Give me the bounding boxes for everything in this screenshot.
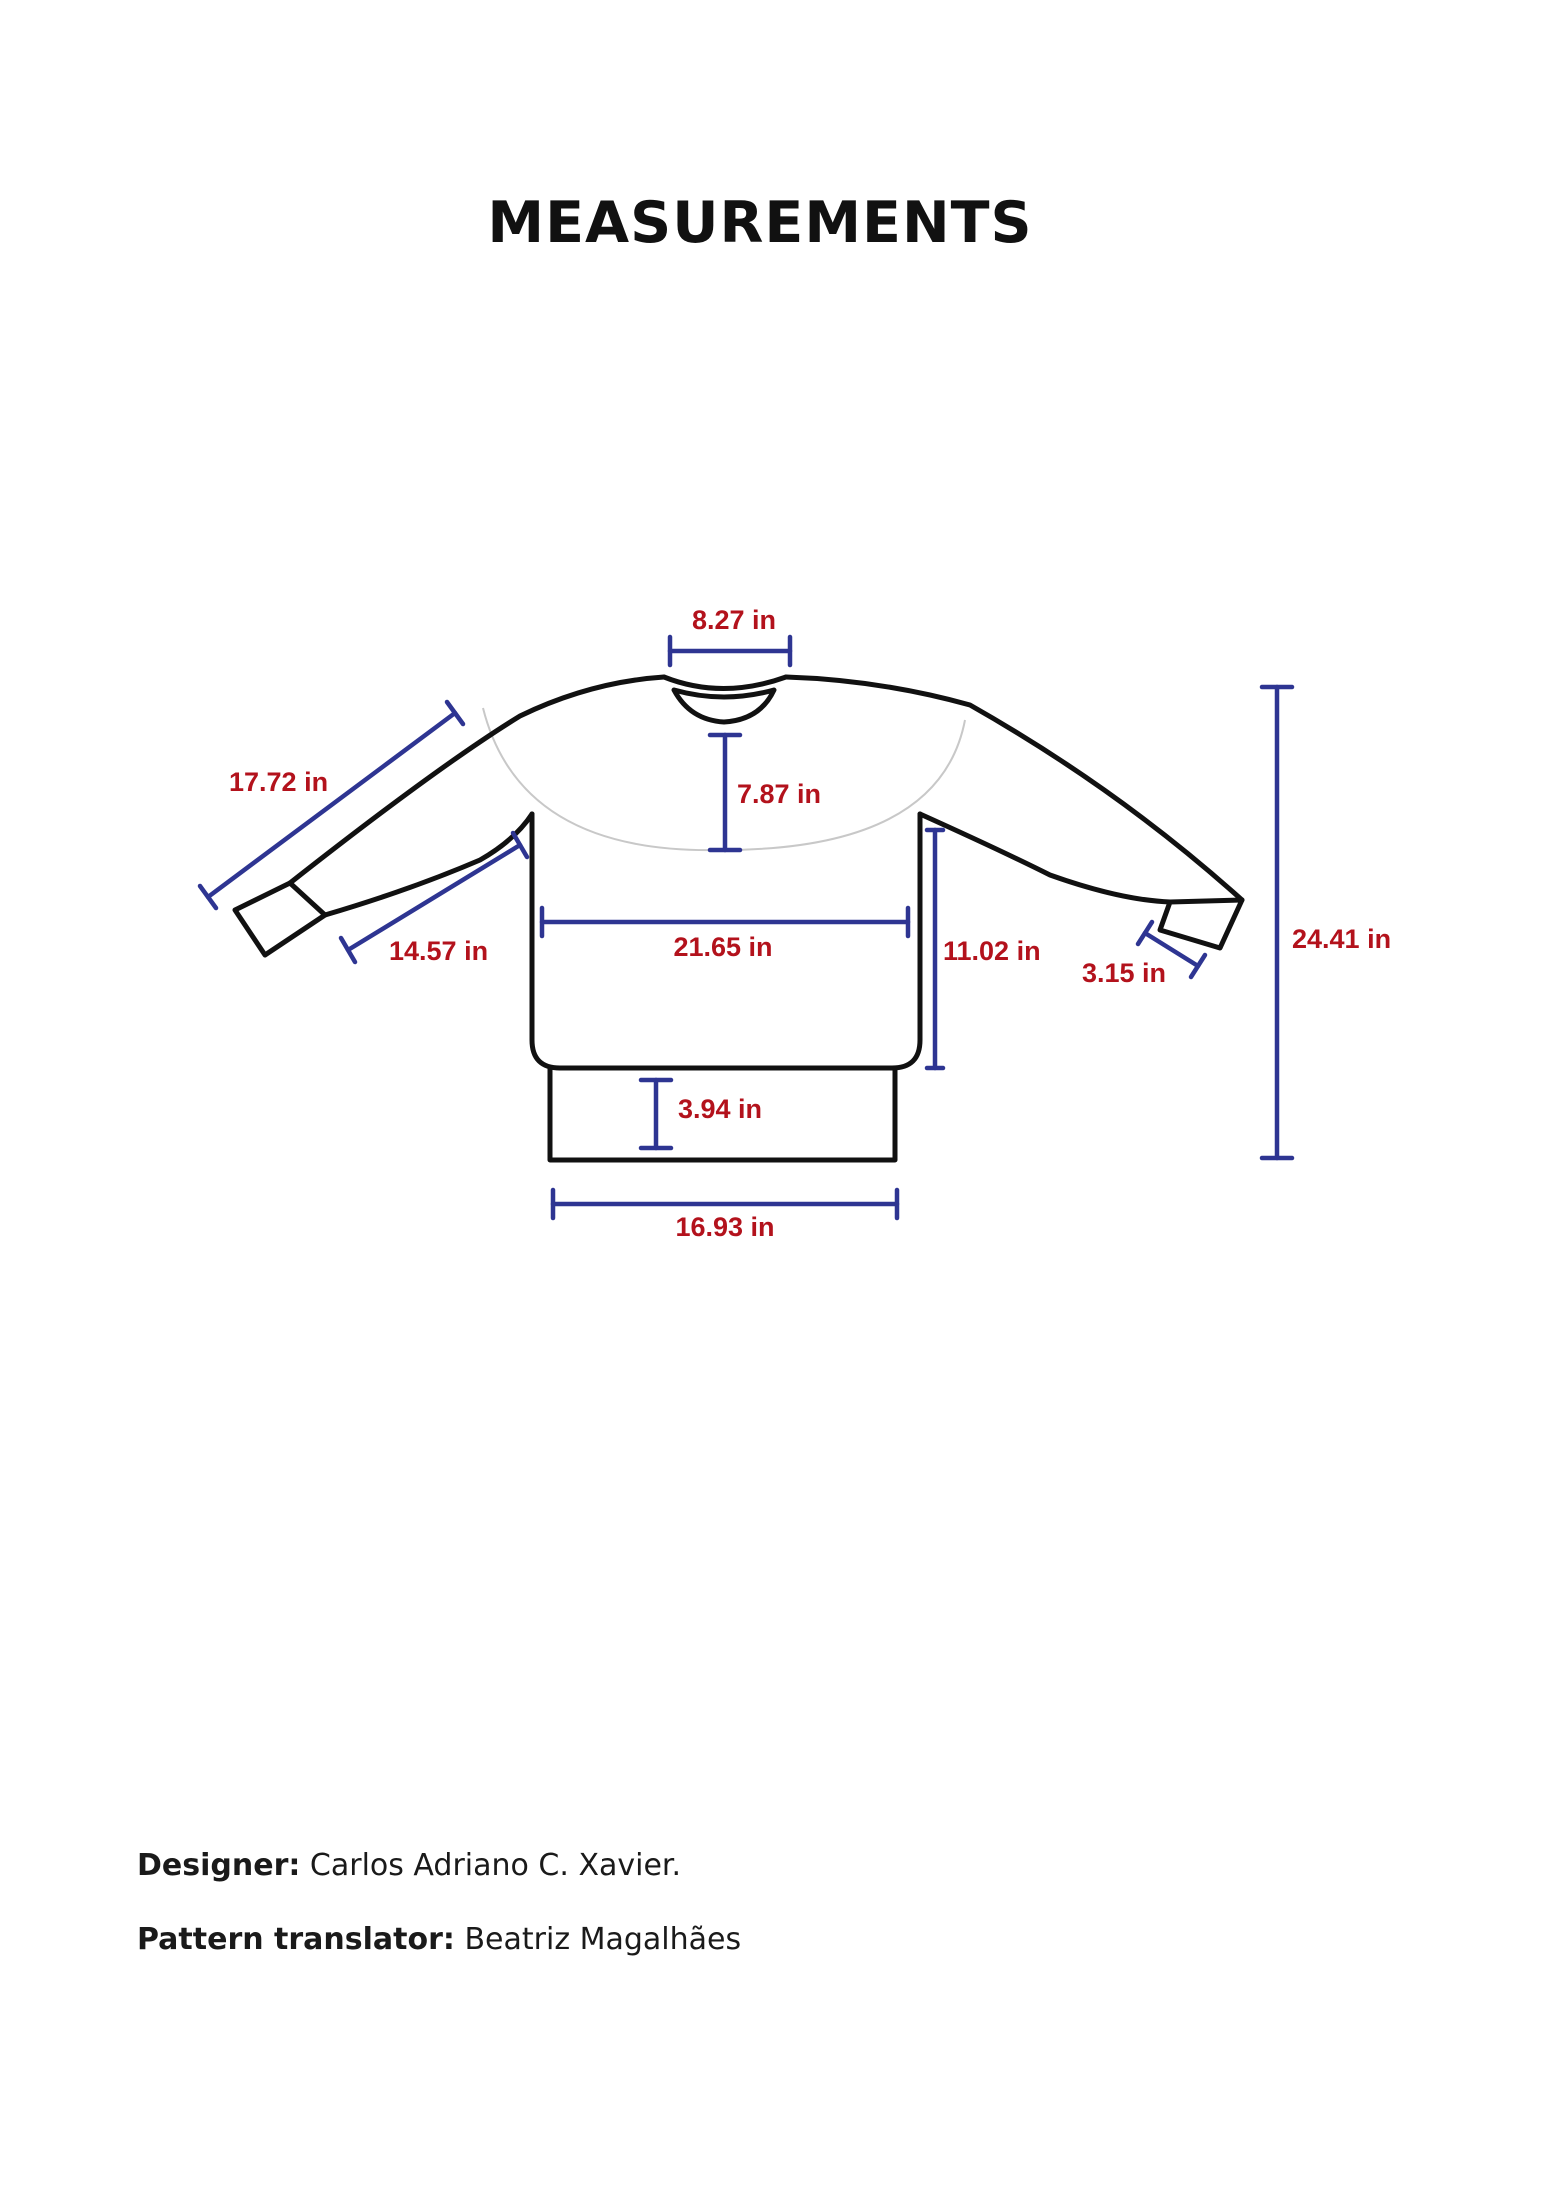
shoulder-line-right	[783, 674, 1245, 903]
designer-credit: Designer: Carlos Adriano C. Xavier.	[137, 1848, 681, 1883]
dimension-hem-width	[550, 1187, 900, 1221]
right-side-seam	[889, 811, 923, 1071]
label-ribbing-depth: 3.94 in	[678, 1094, 762, 1124]
right-cuff	[1157, 897, 1245, 951]
dimension-body-length	[924, 827, 946, 1071]
translator-credit: Pattern translator: Beatriz Magalhães	[137, 1922, 741, 1957]
page-title: MEASUREMENTS	[487, 190, 1033, 257]
label-yoke-depth: 7.87 in	[737, 779, 821, 809]
sweater-diagram: 8.27 in 7.87 in 17.72 in 14.57 in 21.65 …	[197, 605, 1391, 1242]
label-cuff-depth: 3.15 in	[1082, 958, 1166, 988]
collar-inner	[671, 687, 777, 725]
sweater-outline	[232, 674, 1245, 1163]
label-chest-width: 21.65 in	[673, 932, 772, 962]
designer-name: Carlos Adriano C. Xavier.	[309, 1848, 682, 1883]
label-neck-width: 8.27 in	[692, 605, 776, 635]
translator-name: Beatriz Magalhães	[464, 1922, 742, 1957]
label-underarm-length: 14.57 in	[389, 936, 488, 966]
dimension-chest-width	[539, 905, 911, 939]
dimension-neck-width	[667, 634, 793, 668]
shoulder-line	[287, 674, 667, 886]
left-side-seam	[529, 811, 563, 1071]
left-cuff	[232, 880, 328, 958]
dimension-lines	[197, 634, 1295, 1221]
translator-label: Pattern translator:	[137, 1922, 455, 1957]
designer-label: Designer:	[137, 1848, 301, 1883]
dimension-yoke-depth	[707, 732, 743, 853]
dimension-total-length	[1259, 684, 1295, 1161]
right-sleeve-underside	[917, 811, 1173, 905]
label-sleeve-length: 17.72 in	[229, 767, 328, 797]
dimension-sleeve-length	[197, 699, 466, 911]
label-body-length: 11.02 in	[943, 936, 1041, 966]
dimension-ribbing-depth	[638, 1077, 674, 1151]
dimension-underarm-length	[338, 830, 530, 965]
hem-ribbing	[547, 1065, 898, 1163]
collar	[661, 674, 789, 691]
label-total-length: 24.41 in	[1292, 924, 1391, 954]
left-sleeve-underside	[322, 811, 535, 918]
dimension-cuff-depth	[1135, 919, 1208, 980]
label-hem-width: 16.93 in	[675, 1212, 774, 1242]
